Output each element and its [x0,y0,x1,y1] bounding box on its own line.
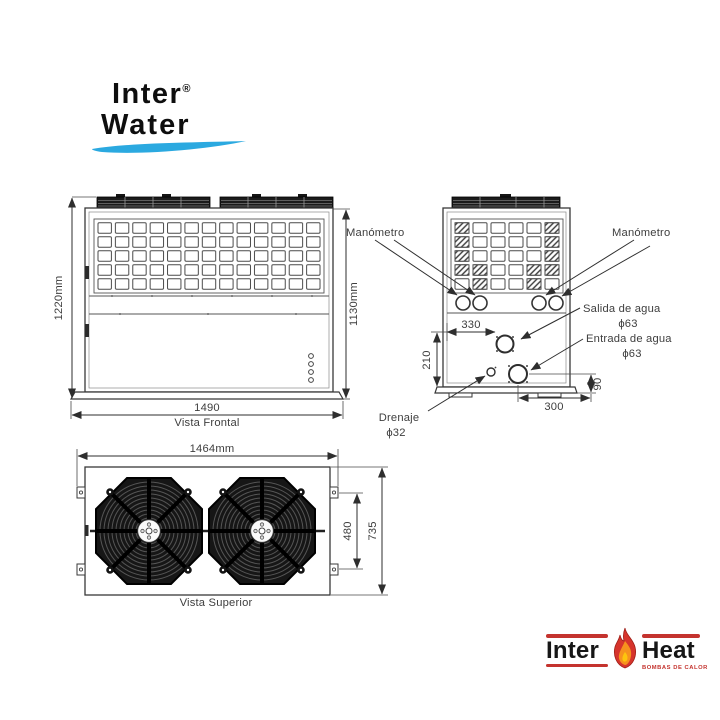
drenaje-label: Drenaje [379,412,420,424]
front-dim-width: 1490 [194,402,220,414]
front-panel-screws [111,295,313,315]
inter-water-inter-text: Inter [112,78,183,110]
entrada-diameter-label: ϕ63 [622,348,641,360]
top-view: 1464mm 480 735 Vista Superior [76,443,388,609]
front-fittings [308,353,314,383]
drenaje-diameter-label: ϕ32 [386,427,405,439]
side-dim-300: 300 [544,401,563,413]
manometro-right-label: Manómetro [612,227,670,239]
flame-icon [614,627,636,669]
front-view: 1220mm 1130mm 1490 Vista Frontal [53,194,360,429]
side-vent-hatched-cells [454,222,560,290]
inter-heat-logo: Inter Heat BOMBAS DE CALOR [546,627,708,675]
salida-label: Salida de agua [583,303,661,315]
drenaje-port [486,367,496,377]
side-vent-grid [453,221,561,291]
manometro-left-label: Manómetro [346,227,404,239]
inter-heat-tagline: BOMBAS DE CALOR [642,664,708,671]
red-bar [642,634,700,638]
side-base [434,386,578,394]
water-wave-icon [92,141,246,153]
entrada-agua-port [508,364,528,384]
top-view-caption: Vista Superior [180,597,253,609]
inter-heat-word1: Inter [546,636,600,664]
inter-heat-left: Inter [546,634,608,668]
salida-diameter-label: ϕ63 [618,318,637,330]
side-dim-210: 210 [421,350,433,369]
entrada-label: Entrada de agua [586,333,672,345]
front-vent-grid [96,221,322,291]
top-dim-735: 735 [367,521,379,540]
side-dim-330: 330 [461,319,480,331]
fan-guard-right [207,476,317,586]
inter-heat-right: Heat BOMBAS DE CALOR [642,634,708,671]
red-bar [546,634,608,638]
top-dim-width: 1464mm [190,443,235,455]
side-view: 330 210 90 300 Manómetro Manómetro Salid… [346,194,672,439]
front-view-caption: Vista Frontal [174,417,239,429]
front-dim-height-total: 1220mm [53,276,65,321]
inter-water-word2: Water [101,109,191,141]
front-base [69,391,345,400]
salida-agua-port [495,334,515,354]
red-bar [546,663,608,668]
top-mounting-tabs [76,486,339,576]
inter-water-word1: Inter® [90,80,260,109]
inter-heat-word2: Heat [642,636,695,664]
side-dim-90: 90 [592,378,604,391]
registered-mark: ® [182,83,191,95]
manometer-gauges [455,295,564,311]
top-dim-480: 480 [342,521,354,540]
front-dim-height-cabinet: 1130mm [348,282,360,326]
inter-water-logo: Inter® Water [90,80,260,156]
fan-guard-left [94,476,204,586]
